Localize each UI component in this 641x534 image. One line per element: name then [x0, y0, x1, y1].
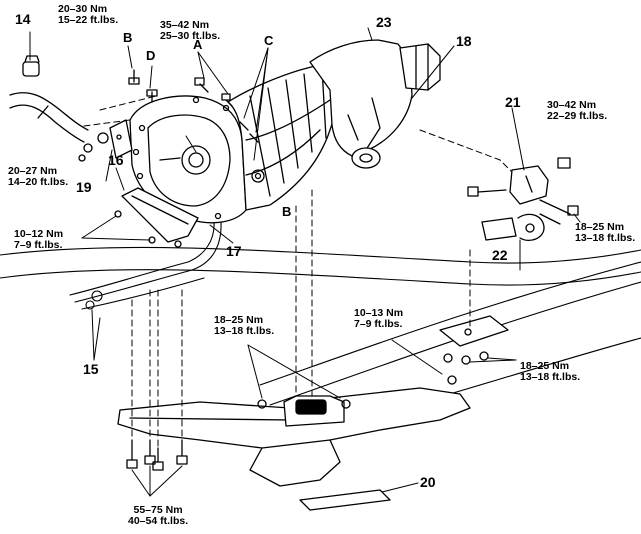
- torque-nm: 18–25 Nm: [575, 221, 625, 233]
- torque-ftlbs: 15–22 ft.lbs.: [58, 14, 119, 27]
- torque-spec-crossmember-mid: 10–13 Nm 7–9 ft.lbs.: [354, 307, 404, 331]
- transfer-case: [309, 39, 441, 169]
- leader-lines: [29, 27, 581, 497]
- callout-d: D: [146, 48, 156, 63]
- torque-ftlbs: 14–20 ft.lbs.: [8, 176, 69, 189]
- torque-spec-bracket: 20–27 Nm 14–20 ft.lbs.: [8, 165, 69, 189]
- torque-nm: 55–75 Nm: [133, 504, 183, 516]
- callout-21: 21: [505, 94, 521, 110]
- torque-spec-mount-bolts: 18–25 Nm 13–18 ft.lbs.: [575, 221, 636, 245]
- callout-b-top: B: [123, 30, 133, 45]
- callout-b-mid: B: [282, 204, 292, 219]
- torque-spec-crossmember-right: 18–25 Nm 13–18 ft.lbs.: [520, 360, 581, 384]
- torque-nm: 10–13 Nm: [354, 307, 404, 319]
- left-bracket: [78, 119, 133, 162]
- callout-20: 20: [420, 474, 436, 490]
- torque-nm: 35–42 Nm: [160, 19, 210, 31]
- torque-nm: 10–12 Nm: [14, 228, 64, 240]
- callout-23: 23: [376, 14, 392, 30]
- torque-nm: 18–25 Nm: [214, 314, 264, 326]
- frame-rails: [0, 246, 641, 421]
- cooler-lines: [69, 221, 222, 310]
- torque-ftlbs: 7–9 ft.lbs.: [354, 318, 403, 331]
- torque-ftlbs: 40–54 ft.lbs.: [128, 515, 189, 528]
- torque-ftlbs: 13–18 ft.lbs.: [520, 371, 581, 384]
- torque-ftlbs: 13–18 ft.lbs.: [575, 232, 636, 245]
- torque-ftlbs: 22–29 ft.lbs.: [547, 110, 608, 123]
- torque-spec-breather: 20–30 Nm 15–22 ft.lbs.: [58, 3, 119, 27]
- torque-nm: 20–30 Nm: [58, 3, 108, 15]
- callout-c: C: [264, 33, 274, 48]
- transmission-case: [227, 60, 348, 211]
- callout-19: 19: [76, 179, 92, 195]
- top-bolts: [128, 69, 259, 143]
- torque-spec-cover: 10–12 Nm 7–9 ft.lbs.: [14, 228, 64, 252]
- torque-ftlbs: 13–18 ft.lbs.: [214, 325, 275, 338]
- callout-14: 14: [15, 11, 31, 27]
- torque-nm: 30–42 Nm: [547, 99, 597, 111]
- breather-hose: [9, 55, 89, 143]
- torque-ftlbs: 25–30 ft.lbs.: [160, 30, 221, 43]
- lower-mount-pad: [439, 315, 509, 385]
- torque-spec-bellhousing: 35–42 Nm 25–30 ft.lbs.: [160, 19, 221, 43]
- torque-nm: 18–25 Nm: [520, 360, 570, 372]
- torque-ftlbs: 7–9 ft.lbs.: [14, 239, 63, 252]
- torque-spec-mount-nut: 30–42 Nm 22–29 ft.lbs.: [547, 99, 608, 123]
- callout-15: 15: [83, 361, 99, 377]
- rear-mount: [467, 157, 579, 242]
- crossmember: [117, 387, 471, 511]
- alignment-lines: [83, 95, 513, 449]
- callout-17: 17: [226, 243, 242, 259]
- torque-spec-crossmember-bolts: 55–75 Nm 40–54 ft.lbs.: [128, 504, 189, 528]
- callout-a: A: [193, 37, 203, 52]
- crossmember-bolts: [126, 439, 188, 471]
- torque-spec-crossmember-left: 18–25 Nm 13–18 ft.lbs.: [214, 314, 275, 338]
- callout-16: 16: [108, 152, 124, 168]
- callout-22: 22: [492, 247, 508, 263]
- torque-nm: 20–27 Nm: [8, 165, 58, 177]
- callout-18: 18: [456, 33, 472, 49]
